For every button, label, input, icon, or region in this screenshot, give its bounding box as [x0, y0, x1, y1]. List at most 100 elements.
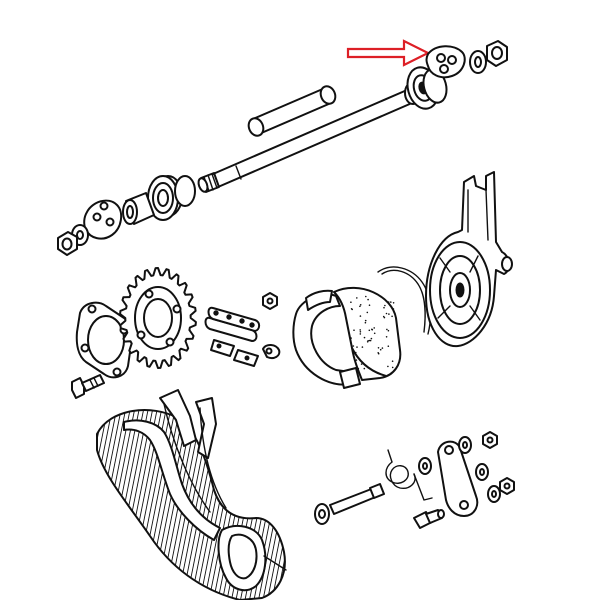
rim-hatch-line: [295, 400, 335, 600]
lining-stipple: [366, 341, 369, 343]
lining-stipple: [373, 332, 376, 335]
rear-sprocket: [119, 267, 197, 369]
rim-hatch-line: [97, 410, 106, 600]
lining-stipple: [385, 336, 388, 338]
wheel-rim-section: [20, 389, 344, 600]
lining-stipple: [357, 367, 360, 370]
sprocket-bolt: [71, 374, 105, 399]
lining-stipple: [370, 337, 373, 340]
rim-hatch-line: [304, 400, 344, 600]
rim-hatch-line: [97, 410, 101, 600]
rim-hatch-line: [20, 400, 60, 600]
rim-hatch-line: [52, 400, 92, 600]
rim-hatch-line: [38, 400, 78, 600]
lining-stipple: [356, 297, 358, 299]
lining-stipple: [391, 360, 394, 363]
lining-stipple: [373, 327, 376, 329]
left-spacer-cylinder: [122, 192, 155, 225]
brake-arm-washers: [418, 436, 501, 503]
rim-hatch-line: [97, 410, 110, 600]
lining-stipple: [381, 347, 384, 349]
brake-backing-plate: [425, 171, 513, 348]
rim-hatch-line: [25, 400, 65, 600]
lining-stipple: [364, 319, 367, 322]
lining-stipple: [390, 301, 392, 303]
lining-stipple: [365, 295, 367, 298]
lining-stipple: [364, 321, 367, 324]
lining-stipple: [369, 339, 372, 342]
lining-stipple: [379, 348, 382, 351]
rim-hatch-line: [267, 410, 285, 600]
lining-stipple: [383, 306, 385, 309]
lining-stipple: [359, 329, 362, 331]
lining-stipple: [359, 304, 362, 306]
lining-stipple: [350, 308, 353, 310]
lining-stipple: [355, 359, 358, 361]
lining-stipple: [350, 301, 352, 304]
lining-stipple: [384, 304, 386, 307]
brake-cam-shaft: [314, 483, 385, 525]
lining-stipple: [377, 347, 380, 349]
rim-hatch-line: [43, 400, 83, 600]
lining-stipple: [367, 298, 369, 301]
lining-stipple: [382, 315, 385, 318]
rim-hatch-line: [290, 400, 330, 600]
lining-stipple: [366, 311, 369, 314]
rim-hatch-line: [280, 410, 285, 600]
lining-stipple: [371, 328, 373, 331]
lining-stipple: [353, 329, 355, 332]
brake-pivot-bolt: [413, 509, 445, 529]
lining-stipple: [387, 365, 389, 368]
lining-stipple: [392, 308, 395, 310]
right-washer: [469, 50, 487, 74]
lining-stipple: [387, 345, 390, 348]
lining-stipple: [363, 336, 366, 339]
lining-stipple: [387, 301, 390, 303]
left-bearing: [147, 175, 196, 221]
brake-shoe-pair: [292, 286, 402, 389]
highlight-arrow: [346, 39, 431, 67]
lining-stipple: [368, 339, 371, 342]
rim-hatch-line: [271, 410, 285, 600]
lining-stipple: [363, 367, 366, 370]
sprocket-gasket: [75, 301, 133, 379]
lining-stipple: [355, 351, 357, 354]
left-hex-nut: [57, 231, 78, 256]
bearing-cover-plate: [425, 45, 466, 79]
axle-shaft: [197, 89, 413, 193]
lining-stipple: [352, 345, 355, 347]
lining-stipple: [387, 329, 390, 332]
right-hex-nut: [486, 40, 508, 67]
brake-arm: [437, 440, 479, 517]
spacer-tube: [247, 85, 337, 137]
lining-stipple: [388, 313, 390, 315]
brake-cam-spring: [385, 449, 433, 501]
lining-stipple: [391, 315, 393, 318]
lining-stipple: [391, 366, 394, 369]
lining-stipple: [359, 333, 362, 335]
rim-hatch-line: [56, 400, 96, 600]
rim-hatch-line: [299, 400, 339, 600]
lining-stipple: [359, 331, 362, 333]
rim-hatch-line: [286, 400, 326, 600]
lining-stipple: [361, 346, 364, 348]
rim-hatch-line: [276, 410, 285, 600]
rim-hatch-line: [47, 400, 87, 600]
brake-arm-nuts: [482, 431, 515, 495]
rim-hatch-line: [97, 410, 115, 600]
lining-stipple: [377, 352, 380, 354]
lining-stipple: [356, 346, 358, 348]
rim-hatch-line: [34, 400, 74, 600]
chain-nut-small: [262, 292, 278, 310]
lining-stipple: [392, 302, 395, 304]
chain-link-set: [204, 306, 281, 367]
lining-stipple: [359, 305, 361, 308]
lining-stipple: [350, 337, 352, 339]
lining-stipple: [386, 328, 388, 331]
lining-stipple: [360, 363, 363, 365]
lining-stipple: [385, 312, 388, 315]
lining-stipple: [368, 304, 371, 307]
lining-stipple: [368, 329, 371, 332]
